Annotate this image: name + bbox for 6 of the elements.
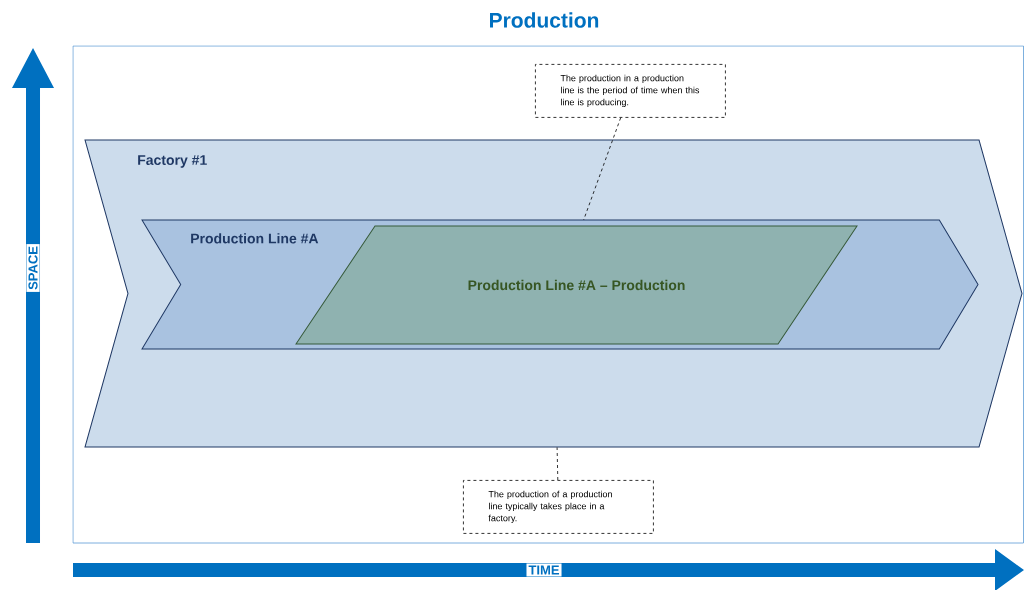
leader-line xyxy=(556,447,559,481)
callout-box: The production of a production line typically takes place in a factory. xyxy=(463,480,654,534)
callout-box: The production in a production line is the period of time when this line is producing. xyxy=(535,64,726,118)
leader-line xyxy=(583,117,622,221)
title: Production xyxy=(490,12,599,28)
axis-label: SPACE xyxy=(26,244,40,292)
